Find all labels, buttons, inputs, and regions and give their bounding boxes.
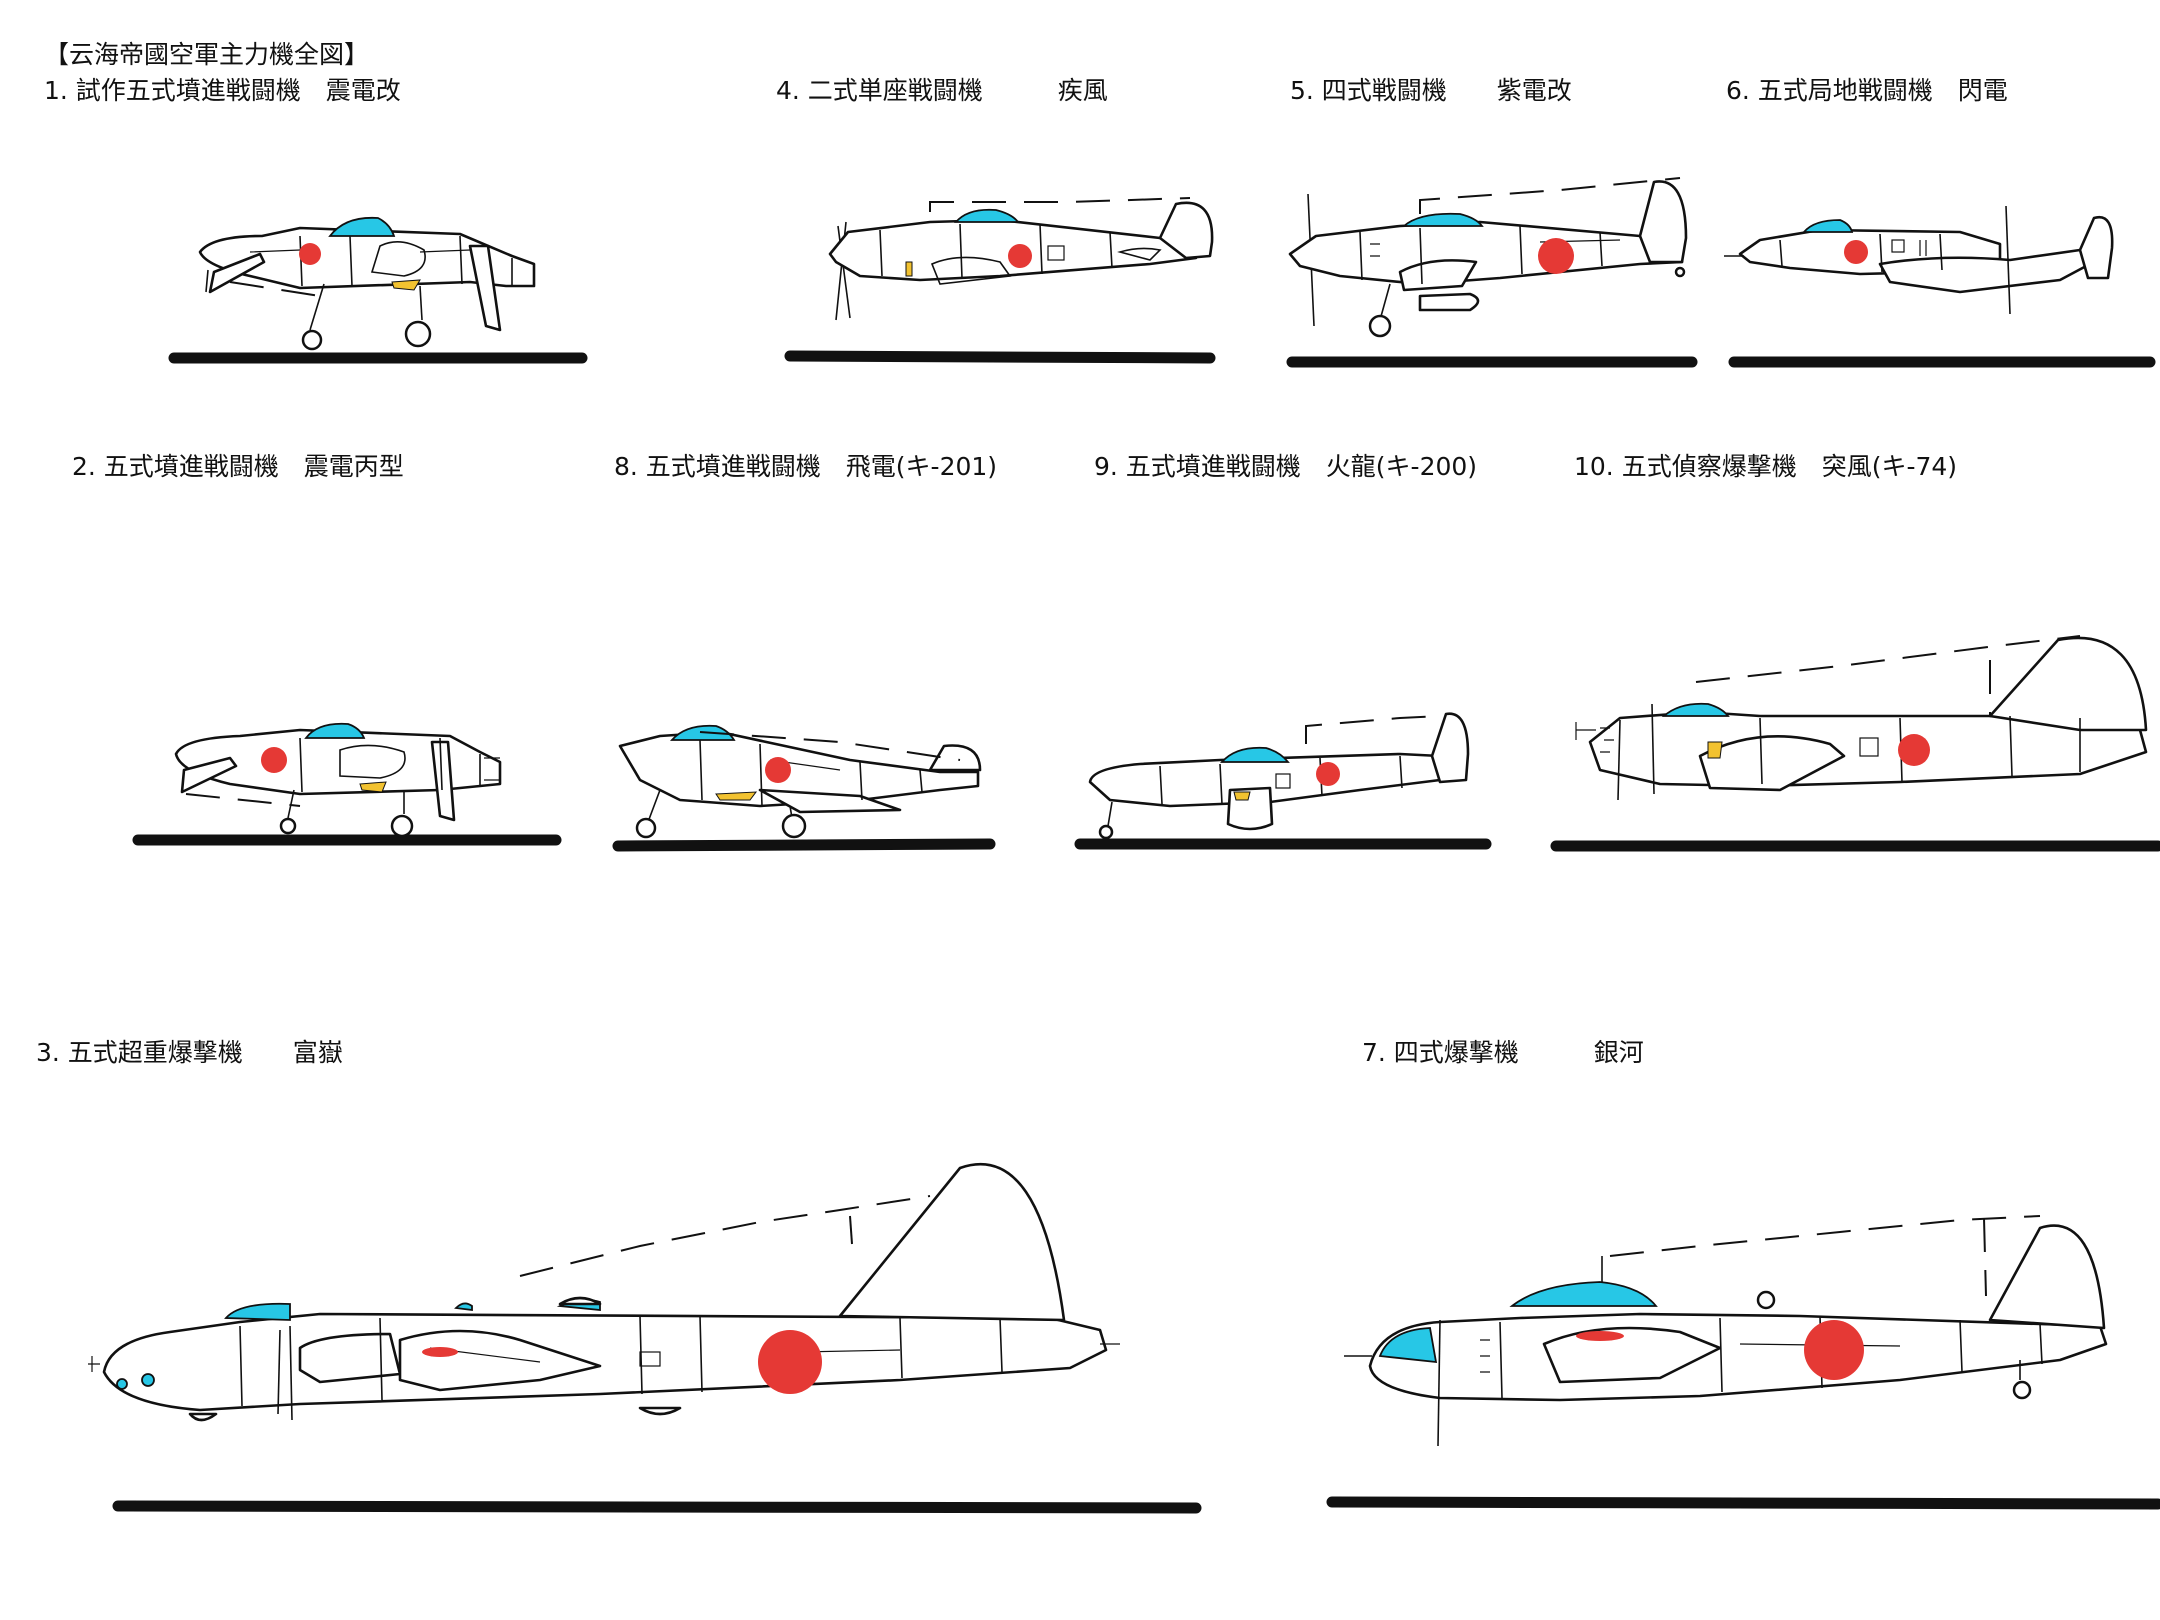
- ground-line: [1326, 1496, 2160, 1510]
- aircraft-label-hayate: 4. 二式単座戦闘機 疾風: [776, 76, 1108, 105]
- aircraft-drawing-karyu: [1074, 712, 1492, 850]
- aircraft-label-shiden-kai: 5. 四式戦闘機 紫電改: [1290, 76, 1572, 105]
- aircraft-drawing-senden: [1724, 205, 2156, 368]
- aircraft-label-karyu: 9. 五式墳進戦闘機 火龍(キ-200): [1094, 452, 1478, 481]
- aircraft-drawing-hayate: [784, 197, 1216, 364]
- aircraft-label-fugaku: 3. 五式超重爆撃機 富嶽: [36, 1038, 343, 1067]
- aircraft-label-toppu: 10. 五式偵察爆撃機 突風(キ-74): [1574, 452, 1958, 481]
- page-title: 【云海帝國空軍主力機全図】: [44, 40, 370, 69]
- aircraft-drawing-fugaku: [88, 1162, 1202, 1514]
- ground-line: [612, 838, 996, 852]
- ground-line: [112, 1500, 1202, 1514]
- aircraft-drawing-toppu: [1550, 635, 2160, 852]
- aircraft-label-hiden: 8. 五式墳進戦闘機 飛電(キ-201): [614, 452, 998, 481]
- aircraft-drawing-hiden: [612, 724, 996, 852]
- ground-line: [784, 350, 1216, 364]
- aircraft-label-shinden-kai: 1. 試作五式墳進戦闘機 震電改: [44, 76, 401, 105]
- aircraft-label-shinden-hei: 2. 五式墳進戦闘機 震電丙型: [72, 452, 404, 481]
- aircraft-label-senden: 6. 五式局地戦闘機 閃電: [1726, 76, 2008, 105]
- aircraft-drawing-shinden-kai: [168, 216, 588, 364]
- aircraft-drawing-ginga: [1326, 1215, 2160, 1510]
- aircraft-drawing-shinden-hei: [132, 722, 562, 846]
- aircraft-label-ginga: 7. 四式爆撃機 銀河: [1362, 1038, 1644, 1067]
- aircraft-drawing-shiden-kai: [1286, 177, 1698, 368]
